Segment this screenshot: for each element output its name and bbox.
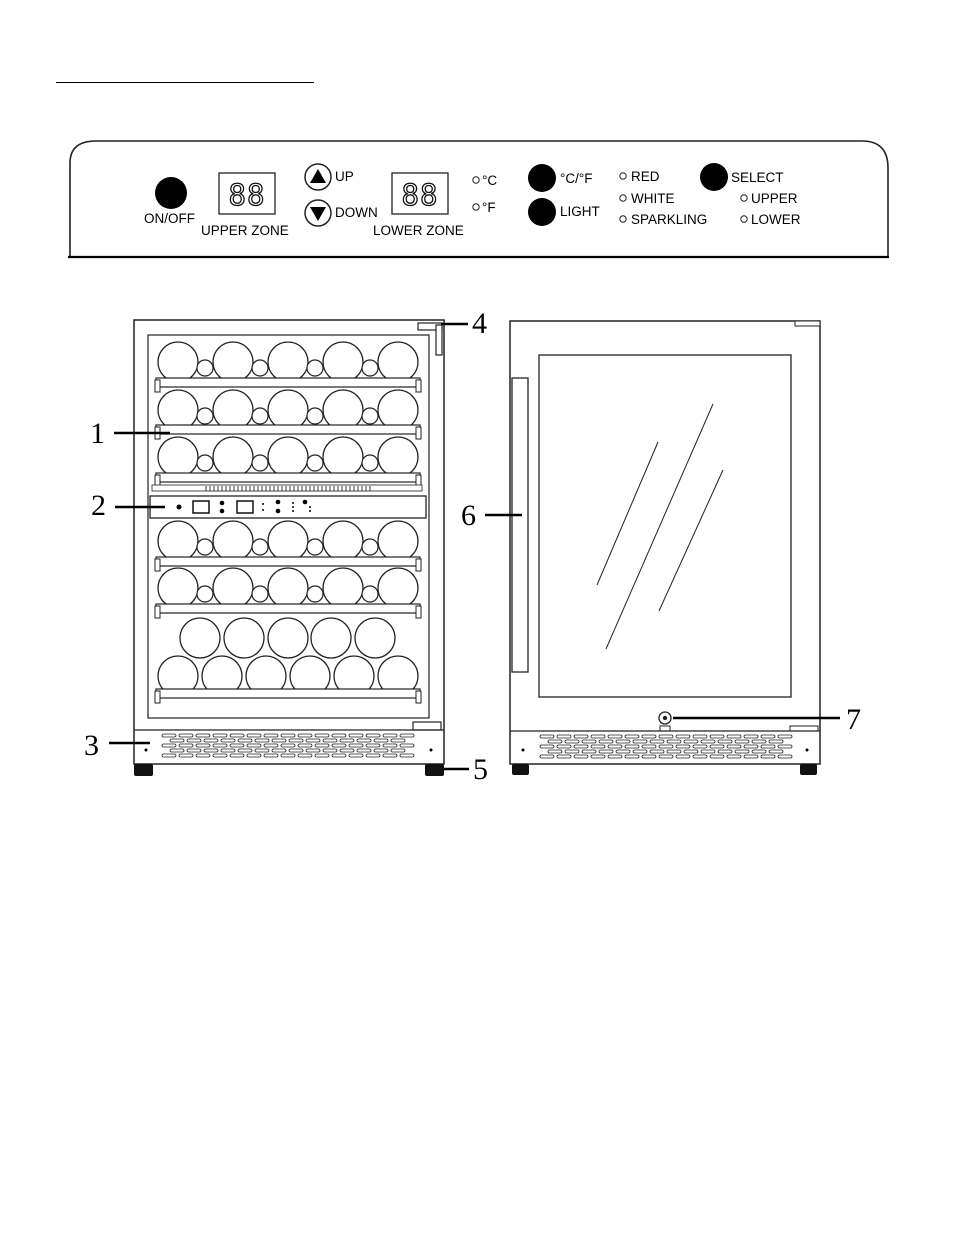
callout-5: 5	[473, 753, 488, 786]
callout-1: 1	[90, 417, 105, 450]
callout-2: 2	[91, 489, 106, 522]
callout-layer: 1 2 3 4 5 6 7	[0, 0, 954, 800]
callout-3: 3	[84, 729, 99, 762]
callout-7: 7	[846, 703, 861, 736]
callout-6: 6	[461, 499, 476, 532]
callout-4: 4	[472, 307, 487, 340]
